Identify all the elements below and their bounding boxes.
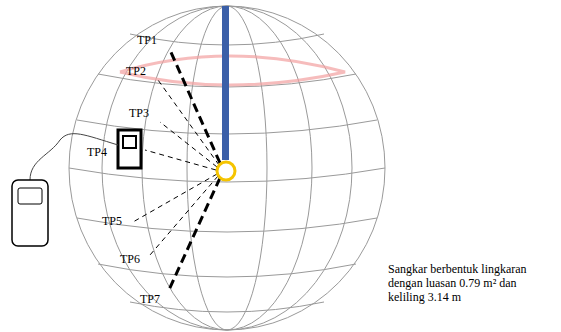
pole: [222, 6, 229, 160]
recorder: [12, 180, 48, 246]
globe-grid: [69, 6, 385, 330]
point-label: TP6: [120, 252, 140, 266]
point-label: TP4: [87, 145, 107, 159]
point-label: TP5: [102, 214, 122, 228]
note-text: Sangkar berbentuk lingkaran dengan luasa…: [388, 262, 553, 304]
camera: [118, 130, 141, 168]
cable: [30, 134, 118, 180]
cage-center: [217, 162, 235, 180]
point-label: TP2: [126, 64, 146, 78]
point-label: TP1: [137, 33, 157, 47]
red-parallel: [120, 56, 345, 85]
point-label: TP7: [140, 292, 160, 306]
point-label: TP3: [129, 106, 149, 120]
view-lines: [133, 50, 220, 292]
